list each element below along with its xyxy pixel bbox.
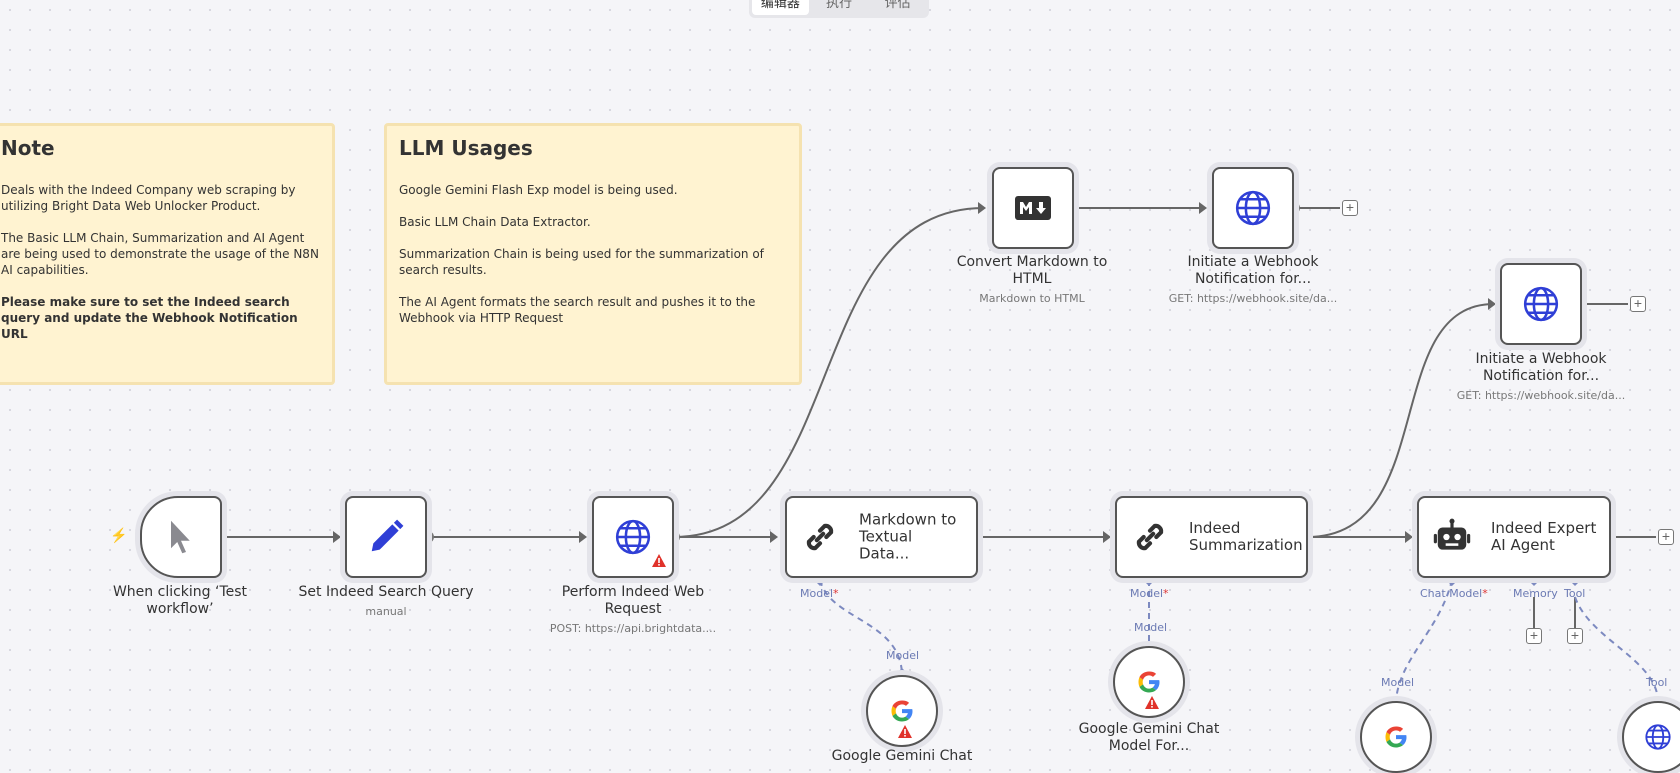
sticky-title: Note (1, 136, 55, 160)
node-http-request[interactable] (592, 496, 674, 578)
node-subtitle: Markdown to HTML (979, 292, 1085, 305)
view-tabs: 编辑器 执行 评估 (749, 0, 929, 18)
add-node-button[interactable]: + (1658, 529, 1674, 545)
node-label: Initiate a Webhook Notification for... (1475, 351, 1607, 384)
add-memory-button[interactable]: + (1526, 628, 1542, 644)
node-label: Convert Markdown to HTML (956, 254, 1108, 287)
port-label-memory: Memory (1513, 587, 1558, 600)
globe-icon (1214, 169, 1292, 247)
model-connection (819, 579, 903, 675)
add-tool-button[interactable]: + (1567, 628, 1583, 644)
port-label-tool: Tool (1564, 587, 1586, 600)
globe-icon (1624, 703, 1680, 771)
tab-editor[interactable]: 编辑器 (752, 0, 809, 15)
sticky-paragraph: The Basic LLM Chain, Summarization and A… (1, 231, 319, 277)
port-label-model: Model (1381, 676, 1415, 689)
node-summarization-chain[interactable]: Indeed Summarization (1115, 496, 1308, 578)
node-title: Indeed Expert AI Agent (1491, 519, 1597, 554)
node-title: Markdown to Textual Data... (859, 510, 957, 563)
node-gemini-chat-model-1[interactable] (866, 675, 938, 747)
arrow-head (770, 531, 778, 543)
connections-layer (215, 202, 1664, 708)
node-webhook-notification-2[interactable] (1500, 263, 1582, 345)
sticky-paragraph: Basic LLM Chain Data Extractor. (399, 215, 591, 229)
arrow-head (978, 202, 986, 214)
arrow-head (1405, 531, 1413, 543)
node-subtitle: manual (365, 605, 407, 618)
sticky-bold-paragraph: Please make sure to set the Indeed searc… (1, 295, 298, 341)
node-set-query[interactable] (345, 496, 427, 578)
tab-executions[interactable]: 执行 (826, 0, 853, 10)
model-connection (1395, 579, 1453, 703)
node-subtitle: GET: https://webhook.site/da... (1168, 292, 1338, 305)
trigger-bolt-icon: ⚡ (110, 527, 128, 543)
node-gemini-chat-model-3[interactable] (1360, 701, 1432, 773)
arrow-head (1488, 298, 1496, 310)
sticky-paragraph: Deals with the Indeed Company web scrapi… (1, 183, 296, 213)
arrow-head (579, 531, 587, 543)
node-llm-chain-extractor[interactable]: Markdown to Textual Data... (785, 496, 978, 578)
port-label-model: Model* (800, 587, 839, 600)
add-node-button[interactable]: + (1342, 200, 1358, 216)
node-label: Initiate a Webhook Notification for... (1187, 254, 1319, 287)
node-webhook-notification-1[interactable] (1212, 167, 1294, 249)
arrow-head (1103, 531, 1111, 543)
google-icon (1115, 648, 1183, 716)
port-label-tool: Tool (1646, 676, 1668, 689)
pencil-icon (347, 498, 425, 576)
port-label-model: Model (886, 649, 920, 662)
globe-icon (1502, 265, 1580, 343)
node-title: Indeed Summarization (1189, 519, 1303, 554)
node-gemini-chat-model-2[interactable] (1113, 646, 1185, 718)
node-manual-trigger[interactable] (140, 496, 222, 578)
link-icon (1117, 498, 1183, 576)
node-subtitle: POST: https://api.brightdata.... (549, 622, 717, 635)
sticky-note-note[interactable]: Note Deals with the Indeed Company web s… (0, 123, 335, 385)
port-label-model: Model* (1130, 587, 1169, 600)
robot-icon (1419, 498, 1485, 576)
sticky-paragraph: Summarization Chain is being used for th… (399, 247, 764, 277)
tool-connection (1574, 596, 1659, 703)
sticky-note-llm-usages[interactable]: LLM Usages Google Gemini Flash Exp model… (384, 123, 802, 385)
tab-evaluations[interactable]: 评估 (884, 0, 911, 10)
markdown-icon (994, 169, 1072, 247)
port-label-model: Model (1134, 621, 1168, 634)
node-markdown-to-html[interactable] (992, 167, 1074, 249)
node-label: Perform Indeed Web Request (561, 584, 705, 617)
connection (1306, 303, 1495, 538)
globe-icon (594, 498, 672, 576)
warning-icon[interactable] (898, 725, 912, 743)
link-icon (787, 498, 853, 576)
sticky-title: LLM Usages (399, 136, 533, 160)
node-ai-agent[interactable]: Indeed Expert AI Agent (1417, 496, 1611, 578)
port-label-chat-model: Chat Model* (1420, 587, 1488, 600)
connection (673, 207, 985, 538)
google-icon (1362, 703, 1430, 771)
node-label: When clicking ‘Test workflow’ (112, 584, 248, 617)
sticky-paragraph: The AI Agent formats the search result a… (399, 295, 756, 325)
sticky-paragraph: Google Gemini Flash Exp model is being u… (399, 183, 678, 197)
node-subtitle: GET: https://webhook.site/da... (1456, 389, 1626, 402)
node-label: Set Indeed Search Query (298, 584, 474, 600)
google-icon (868, 677, 936, 745)
node-label: Google Gemini Chat (831, 748, 973, 764)
arrow-head (333, 531, 341, 543)
add-node-button[interactable]: + (1630, 296, 1646, 312)
cursor-icon (142, 498, 220, 576)
node-label: Google Gemini Chat Model For... (1078, 721, 1220, 754)
warning-icon[interactable] (1145, 696, 1159, 714)
warning-icon[interactable] (652, 554, 666, 572)
node-http-tool[interactable] (1622, 701, 1680, 773)
arrow-head (1199, 202, 1207, 214)
